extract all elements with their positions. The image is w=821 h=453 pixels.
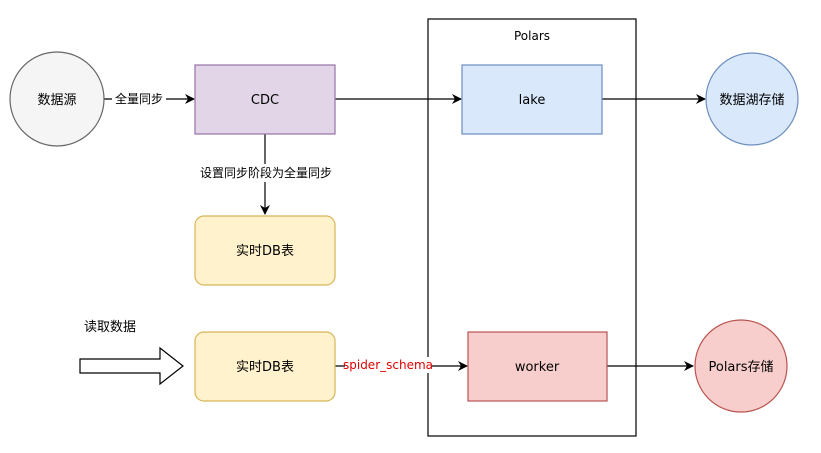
node-realtime-db-1-label: 实时DB表 [236,244,294,259]
node-lake-shape [461,64,603,135]
edge-db-to-worker-label: spider_schema [343,358,433,372]
node-lake-storage-shape [705,52,799,146]
node-realtime-db-2-label: 实时DB表 [236,360,294,375]
read-data-arrow [79,346,184,386]
edge-source-to-cdc-label: 全量同步 [115,91,163,106]
node-worker-shape [467,331,608,402]
node-worker-label: worker [515,360,560,375]
edge-cdc-to-db-label-bg [194,164,338,182]
node-lake-storage[interactable]: 数据湖存储 [705,52,799,146]
node-realtime-db-2-shape [194,331,336,402]
node-lake-label: lake [519,93,546,108]
node-polars-storage-shape [694,319,788,413]
node-source[interactable]: 数据源 [9,51,105,147]
node-cdc[interactable]: CDC [194,64,336,135]
node-polars-storage-label: Polars存储 [708,360,773,375]
node-lake[interactable]: lake [461,64,603,135]
node-lake-storage-label: 数据湖存储 [719,93,784,108]
edge-source-to-cdc-label-bg [112,90,166,107]
read-data-label: 读取数据 [84,320,136,335]
node-realtime-db-1[interactable]: 实时DB表 [194,215,336,286]
edge-cdc-to-db-label: 设置同步阶段为全量同步 [200,165,332,180]
edge-db-to-worker-label-bg [345,357,431,373]
polars-container [427,18,637,437]
node-realtime-db-1-shape [194,215,336,286]
node-cdc-label: CDC [251,93,279,108]
node-realtime-db-2[interactable]: 实时DB表 [194,331,336,402]
node-worker[interactable]: worker [467,331,608,402]
node-polars-storage[interactable]: Polars存储 [694,319,788,413]
node-cdc-shape [194,64,336,135]
polars-container-label: Polars [514,29,550,43]
node-source-shape [9,51,105,147]
node-source-label: 数据源 [37,93,76,108]
